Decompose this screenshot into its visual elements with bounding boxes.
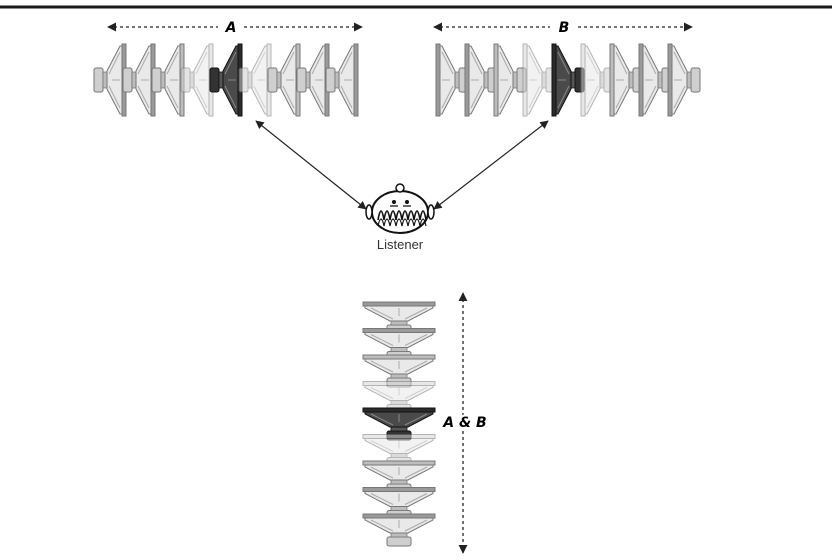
array-b-speaker-5 (551, 43, 585, 117)
array-a-speaker-8 (296, 43, 330, 117)
array-a-speaker-2 (122, 43, 156, 117)
array-a-speaker-5 (209, 43, 243, 117)
array-a-speaker-3 (151, 43, 185, 117)
array-a-speaker-9 (325, 43, 359, 117)
array-b-speaker-7 (609, 43, 643, 117)
array-ab-speaker-9 (362, 513, 436, 547)
array-b-speaker-4 (522, 43, 556, 117)
range-indicator-b: B (433, 20, 693, 36)
array-a-speaker-1 (93, 43, 127, 117)
array-b-speaker-8 (638, 43, 672, 117)
array-ab-speaker-8 (362, 487, 436, 520)
listener-label: Listener (377, 237, 424, 252)
label-a-and-b: A & B (442, 415, 486, 431)
array-a-speaker-6 (238, 43, 272, 117)
array-b-speaker-6 (580, 43, 614, 117)
arrow-a-to-listener (255, 120, 367, 210)
array-a-speaker-7 (267, 43, 301, 117)
array-b-speaker-2 (464, 43, 498, 117)
speaker-array-ab (362, 301, 436, 547)
range-indicator-a: A (107, 20, 363, 36)
speaker-array-b (435, 43, 701, 117)
array-b-speaker-3 (493, 43, 527, 117)
label-b: B (559, 20, 570, 36)
array-ab-speaker-7 (362, 460, 436, 494)
array-b-speaker-9 (667, 43, 701, 117)
array-ab-speaker-3 (362, 354, 436, 388)
array-ab-speaker-5 (362, 407, 436, 441)
array-b-speaker-1 (435, 43, 469, 117)
speaker-array-a (93, 43, 359, 117)
array-ab-speaker-1 (362, 301, 436, 335)
array-ab-speaker-4 (362, 381, 436, 414)
listener-icon (365, 183, 435, 234)
label-a: A (225, 20, 237, 36)
arrow-b-to-listener (433, 120, 549, 210)
array-a-speaker-4 (180, 43, 214, 117)
